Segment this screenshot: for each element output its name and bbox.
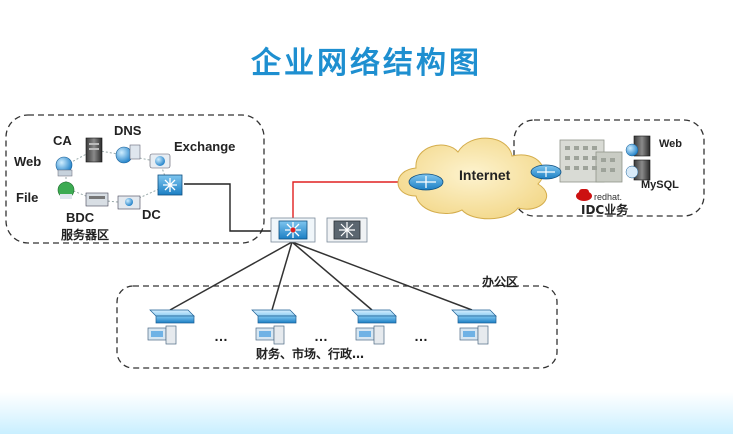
office-zone-label: 办公区 [482, 274, 518, 289]
idc-web-server-icon [625, 135, 651, 157]
bdc-label: BDC [66, 210, 95, 225]
idc-web-label: Web [659, 138, 682, 150]
dc-server-icon [117, 195, 141, 210]
file-server-icon [57, 181, 75, 199]
office-pc-4-icon [459, 325, 489, 345]
idc-zone-label: IDC业务 [581, 202, 629, 217]
server-zone-box [5, 114, 265, 244]
office-pc-3-icon [355, 325, 385, 345]
redhat-logo-icon [576, 189, 592, 201]
office-ellipsis-2: … [314, 328, 328, 344]
office-pc-2-icon [255, 325, 285, 345]
office-ellipsis-1: … [214, 328, 228, 344]
backup-switch-icon [326, 217, 368, 243]
office-link-1 [169, 241, 293, 311]
internet-link [292, 181, 418, 218]
exchange-label: Exchange [174, 139, 235, 154]
office-switch-1-icon [149, 309, 195, 324]
office-switch-2-icon [251, 309, 297, 324]
idc-building-icon [559, 139, 623, 183]
office-switch-4-icon [451, 309, 497, 324]
dc-label: DC [142, 207, 161, 222]
file-label: File [16, 190, 38, 205]
office-ellipsis-3: … [414, 328, 428, 344]
ca-label: CA [53, 133, 72, 148]
office-link-2 [271, 241, 293, 311]
web-server-icon [55, 156, 73, 177]
office-switch-3-icon [351, 309, 397, 324]
office-link-3 [291, 241, 373, 311]
page-title: 企业网络结构图 [251, 46, 482, 81]
edge-router-icon [408, 173, 444, 191]
ca-server-icon [85, 137, 103, 163]
idc-router-icon [530, 164, 562, 180]
office-link-4 [291, 241, 473, 311]
bdc-server-icon [85, 192, 109, 207]
office-zone-box [116, 285, 558, 369]
idc-mysql-label: MySQL [641, 179, 679, 191]
departments-label: 财务、市场、行政… [255, 346, 364, 361]
exchange-server-icon [149, 153, 171, 169]
dns-server-icon [115, 144, 141, 164]
server-zone-switch-icon [157, 174, 183, 196]
server-uplink [184, 183, 281, 232]
redhat-label: redhat. [594, 192, 622, 202]
server-zone-label: 服务器区 [61, 227, 109, 242]
web-label: Web [14, 154, 41, 169]
idc-mysql-server-icon [625, 159, 651, 181]
bottom-band [0, 392, 733, 434]
internet-label: Internet [459, 167, 511, 183]
internet-cloud [397, 137, 548, 220]
dns-label: DNS [114, 123, 142, 138]
core-switch-icon [270, 217, 316, 243]
idc-zone-box [513, 119, 705, 217]
office-pc-1-icon [147, 325, 177, 345]
